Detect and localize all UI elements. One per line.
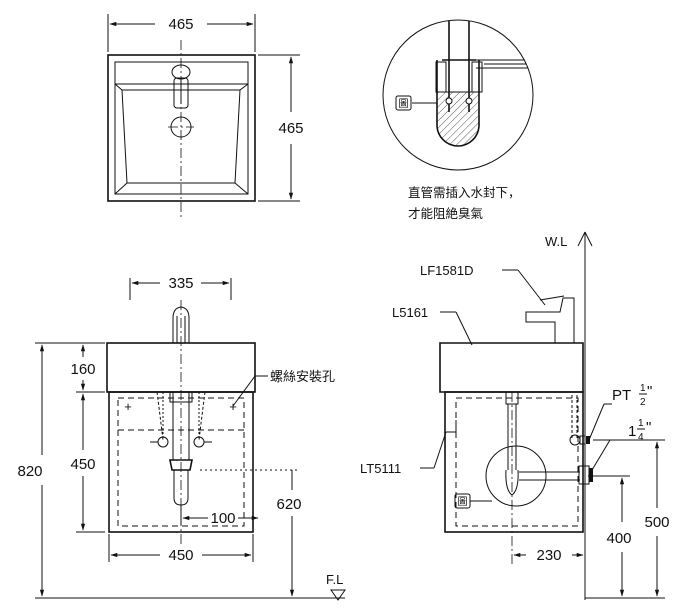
basin-outline <box>107 54 256 202</box>
front-view: 335 + + 螺絲安裝孔 100 <box>17 275 345 599</box>
cabinet-height-label: 450 <box>70 456 95 473</box>
basin-model-label: L5161 <box>392 305 428 320</box>
side-marker-box <box>454 493 471 509</box>
screw-hole-right-icon: + <box>229 399 237 414</box>
basin-rim <box>114 61 249 195</box>
detail-marker: 圖 <box>399 98 409 110</box>
drain-height-label: 620 <box>276 496 301 513</box>
side-detail-circle <box>485 445 547 507</box>
side-view: W.L LF1581D L5161 LT5111 <box>360 231 670 600</box>
pt-inch-mark: " <box>647 383 652 400</box>
drain-fraction-den: 4 <box>638 432 644 443</box>
floor-triangle-icon <box>330 589 346 601</box>
detail-note-line1: 直管需插入水封下， <box>408 185 521 200</box>
water-level-label: W.L <box>545 234 567 249</box>
detail-marker-box <box>395 95 412 111</box>
pt-fraction-num: 1 <box>640 383 646 394</box>
screw-hole-label: 螺絲安裝孔 <box>270 370 335 385</box>
drain-inch-mark: " <box>646 419 651 436</box>
side-drain-height-label: 400 <box>606 530 631 547</box>
detail-circle <box>382 19 534 171</box>
floor-marker: F.L <box>326 572 346 601</box>
cabinet-width-label: 450 <box>168 547 193 564</box>
drain-fraction-num: 1 <box>638 418 644 429</box>
top-view: 465 465 <box>107 14 304 220</box>
top-width-label: 465 <box>168 16 193 33</box>
detail-view: 圖 直管需插入水封下， 才能阻絶臭氣 <box>382 19 534 221</box>
floor-label: F.L <box>326 572 343 587</box>
side-basin <box>439 342 584 393</box>
drain-fraction-whole: 1 <box>628 423 636 440</box>
front-width-top-label: 335 <box>168 275 193 292</box>
cabinet-model-label: LT5111 <box>360 461 401 476</box>
side-marker: 圖 <box>458 496 468 508</box>
side-depth-label: 230 <box>536 547 561 564</box>
screw-hole-left-icon: + <box>124 399 132 414</box>
faucet-model-label: LF1581D <box>420 263 473 278</box>
top-depth-label: 465 <box>278 120 303 137</box>
front-total-height-label: 820 <box>17 463 42 480</box>
pt-fraction-den: 2 <box>640 397 646 408</box>
pt-label: PT <box>612 387 631 404</box>
basin-height-label: 160 <box>70 361 95 378</box>
side-supply-height-label: 500 <box>644 514 669 531</box>
side-cabinet <box>444 391 584 533</box>
detail-note-line2: 才能阻絶臭氣 <box>408 206 483 221</box>
drain-offset-label: 100 <box>210 510 235 527</box>
side-faucet-icon <box>525 297 575 344</box>
